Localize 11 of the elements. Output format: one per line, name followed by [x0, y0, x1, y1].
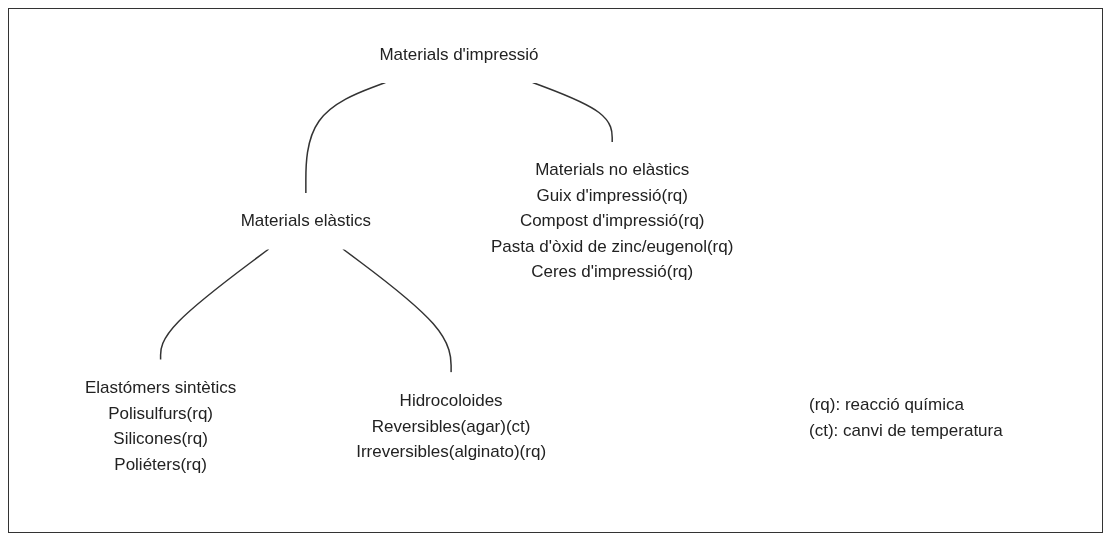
node-text: Materials elàstics	[240, 211, 371, 231]
node-text: Hidrocoloides Reversibles(agar)(ct) Irreversibles(alginato)(rq)	[355, 390, 546, 461]
connector	[342, 248, 452, 374]
connector	[304, 81, 386, 195]
legend-note: (rq): reacció química	[809, 395, 965, 415]
legend-note: (ct): canvi de temperatura	[809, 421, 1003, 441]
node-text: Materials no elàstics Guix d'impressió(rq) Compost d'impressió(rq) Pasta d'òxid de zinc/eugenol(rq) Ceres d'impressió(rq)	[490, 160, 734, 282]
node-text: Elastómers sintètics Polisulfurs(rq) Silicones(rq) Poliéters(rq)	[84, 377, 236, 474]
connector	[159, 248, 270, 361]
node-text: Materials d'impressió	[379, 45, 539, 64]
connector	[531, 81, 613, 144]
